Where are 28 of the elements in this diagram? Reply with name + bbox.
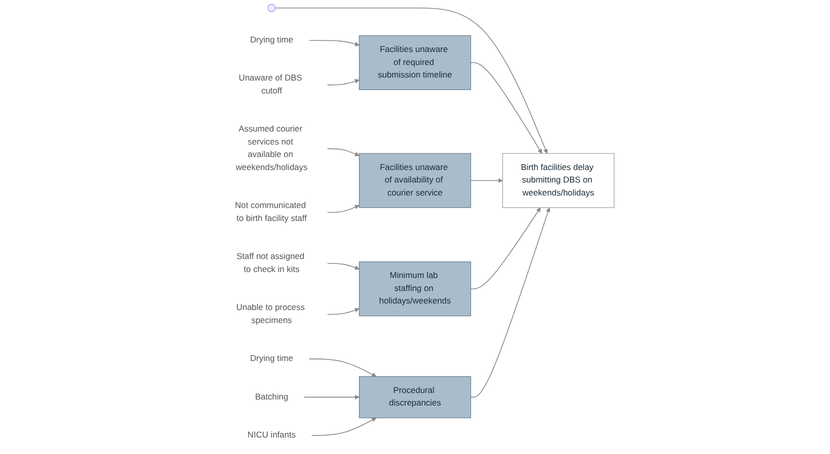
arrow [470, 62, 542, 154]
arrow [326, 204, 360, 213]
arrow [274, 8, 548, 154]
arrow [470, 207, 541, 290]
node-text: Drying time [250, 36, 294, 45]
node-text: Assumed courier services not available on weekends/holidays [236, 124, 308, 172]
node-text: Unable to process specimens [236, 303, 305, 325]
node-text: Not communicated to birth facility staff [235, 201, 307, 224]
arrow [326, 79, 360, 86]
node-text: NICU infants [248, 430, 296, 440]
node-text: Unaware of DBS cutoff [238, 74, 302, 96]
node-box: Facilities unaware of availability of courier service [358, 153, 472, 208]
arrow [311, 418, 376, 436]
node-box: Procedural discrepancies [358, 376, 472, 418]
node-text: Drying time [250, 354, 294, 364]
arrow [326, 262, 360, 270]
arrow [326, 308, 360, 315]
node-box: Facilities unaware of required submission timeline [358, 35, 472, 90]
node-box: Birth facilities delay submitting DBS on weekends/holidays [502, 153, 614, 208]
arrow [308, 40, 360, 46]
arrow [326, 148, 360, 156]
arrow [304, 394, 360, 400]
arrow [470, 207, 550, 398]
arrow [308, 358, 376, 377]
node-text: Staff not assigned to check in kits [236, 252, 304, 274]
arrow [470, 178, 503, 183]
node-box: Minimum lab staffing on holidays/weekends [358, 262, 472, 316]
node-text: Batching [255, 392, 288, 402]
